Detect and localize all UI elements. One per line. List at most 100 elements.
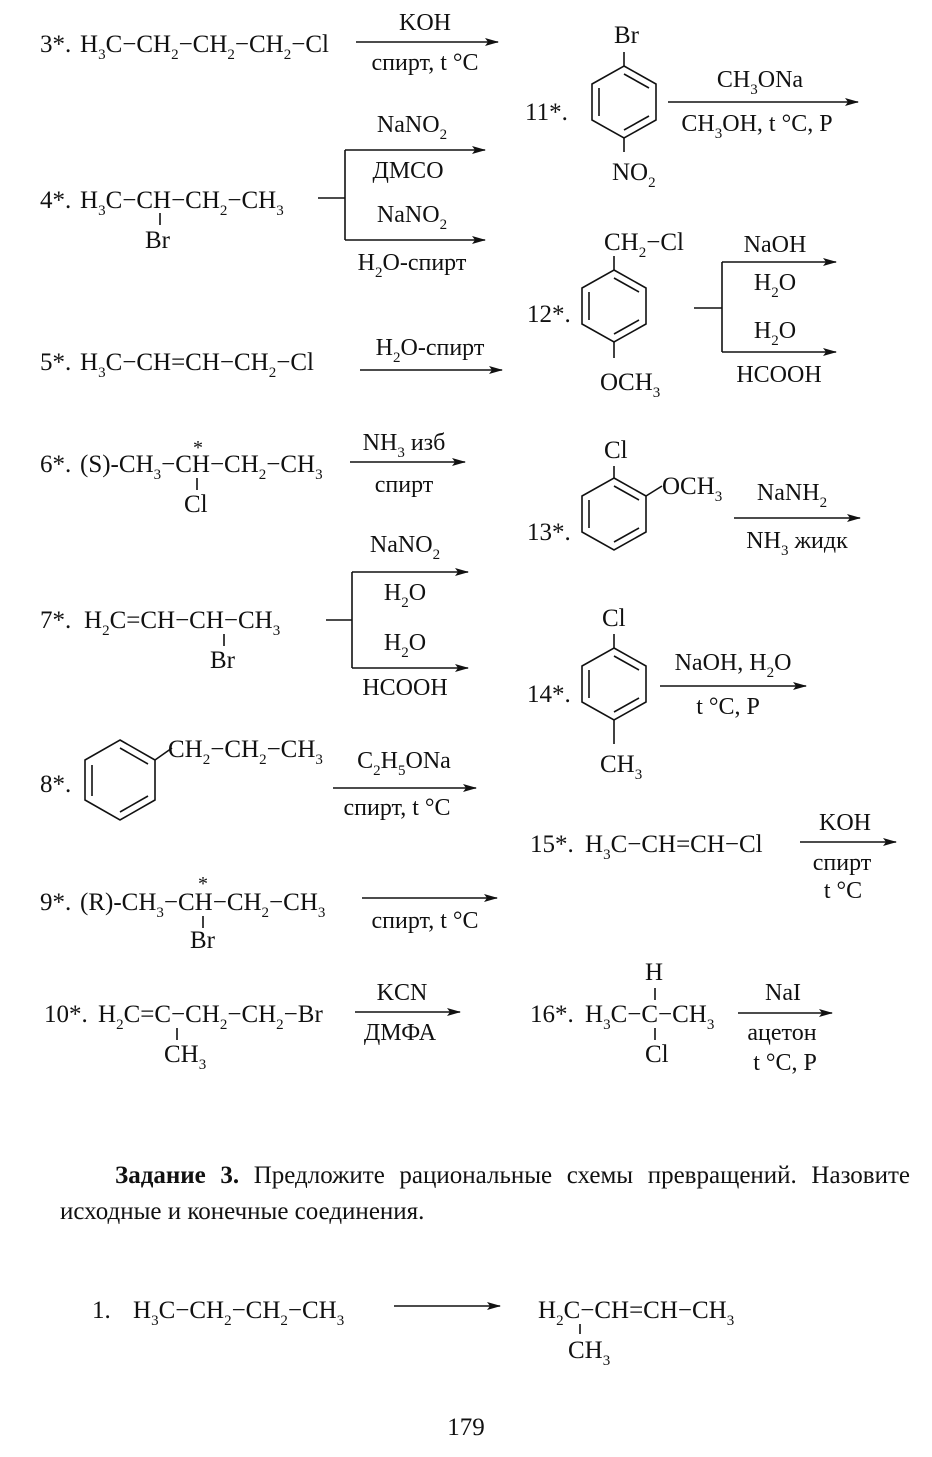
reaction-9: 9*. * (R)-CH3−CH−CH2−CH3 Br спирт, t °C [40, 873, 498, 954]
reaction-number: 15*. [530, 831, 574, 858]
reaction-14: 14*. Cl CH3 NaOH, H2O t °C, P [527, 605, 807, 783]
task-item-1: 1. H3C−CH2−CH2−CH3 H2C−CH=CH−CH3 CH3 [92, 1297, 734, 1369]
chiral-asterisk: * [198, 873, 208, 895]
reaction-number: 4*. [40, 187, 71, 214]
reaction-number: 3*. [40, 31, 71, 58]
substituent-chloro: Cl [604, 437, 628, 464]
condition: спирт, t °C [372, 908, 479, 934]
target-methyl: CH3 [568, 1337, 610, 1369]
condition: CH3OH, t °C, P [681, 111, 832, 142]
reaction-15: 15*. H3C−CH=CH−Cl KOH спирт t °C [530, 810, 897, 904]
substrate-formula: H3C−C−CH3 [585, 1001, 714, 1033]
reagent: H2O [754, 318, 796, 349]
side-chain-formula: CH2−CH2−CH3 [168, 736, 323, 768]
reagent: NaNO2 [377, 202, 447, 233]
top-substituent: CH2−Cl [604, 229, 684, 261]
start-compound: H3C−CH2−CH2−CH3 [133, 1297, 344, 1329]
condition: ацетон [747, 1020, 816, 1046]
methyl-substituent: CH3 [164, 1041, 206, 1073]
reagent: C2H5ONa [357, 748, 451, 779]
task-title: Задание 3. [115, 1162, 240, 1189]
condition: спирт [375, 472, 434, 498]
reaction-8: 8*. CH2−CH2−CH3 C2H5ONa спирт, t °C [40, 736, 477, 821]
substrate-formula: H3C−CH=CH−Cl [585, 831, 763, 863]
reaction-number: 11*. [525, 99, 568, 126]
page-number: 179 [447, 1414, 485, 1441]
reaction-16: 16*. H H3C−C−CH3 Cl NaI ацетон t °C, P [530, 959, 833, 1076]
condition: ДМФА [364, 1020, 437, 1046]
benzene-ring [581, 647, 647, 721]
reaction-4: 4*. H3C−CH−CH2−CH3 Br NaNO2 ДМСО NaNO2 H… [40, 112, 486, 281]
condition: спирт, t °C [372, 50, 479, 76]
condition: t °C, P [696, 694, 760, 720]
task-text: Предложите рациональные схемы превращени… [60, 1162, 910, 1225]
reaction-number: 8*. [40, 771, 71, 798]
reagent: NaNO2 [377, 112, 447, 143]
reaction-12: 12*. CH2−Cl OCH3 NaOH H2O H2O HCOOH [527, 229, 837, 401]
reaction-10: 10*. H2C=C−CH2−CH2−Br CH3 KCN ДМФА [44, 980, 461, 1073]
reaction-number: 10*. [44, 1001, 88, 1028]
top-substituent: Br [614, 22, 640, 49]
condition: HCOOH [362, 675, 447, 701]
reagent: NaOH [744, 232, 807, 258]
substrate-formula: H2C=C−CH2−CH2−Br [98, 1001, 323, 1033]
substrate-formula: H3C−CH−CH2−CH3 [80, 187, 284, 219]
reagent: NaNO2 [370, 532, 440, 563]
reaction-11: 11*. Br NO2 CH3ONa CH3OH, t °C, P [525, 22, 859, 191]
reaction-13: 13*. Cl OCH3 NaNH2 NH3 жидк [527, 437, 861, 559]
reaction-6: 6*. * (S)-CH3−CH−CH2−CH3 Cl NH3 изб спир… [40, 430, 466, 518]
reagent: NaI [765, 980, 801, 1006]
condition: H2O-спирт [358, 250, 467, 281]
reaction-number: 12*. [527, 301, 571, 328]
condition: спирт [813, 850, 872, 876]
condition: NH3 жидк [746, 528, 848, 559]
condition: спирт, t °C [344, 795, 451, 821]
substrate-formula: (R)-CH3−CH−CH2−CH3 [80, 889, 325, 921]
reaction-number: 14*. [527, 681, 571, 708]
bottom-substituent: CH3 [600, 751, 642, 783]
condition: t °C [824, 878, 862, 904]
reaction-7: 7*. H2C=CH−CH−CH3 Br NaNO2 H2O H2O HCOOH [40, 532, 469, 701]
condition: HCOOH [736, 362, 821, 388]
benzene-ring [581, 477, 647, 551]
task-3-paragraph: Задание 3. Предложите рациональные схемы… [60, 1158, 910, 1230]
reaction-number: 9*. [40, 889, 71, 916]
substrate-formula: (S)-CH3−CH−CH2−CH3 [80, 451, 323, 483]
substituent: Br [190, 927, 216, 954]
benzene-ring [581, 269, 647, 343]
substituent-methoxy: OCH3 [662, 473, 722, 505]
reagent: KCN [377, 980, 428, 1006]
top-substituent: Cl [602, 605, 626, 632]
condition: H2O [384, 580, 426, 611]
condition: ДМСО [372, 158, 443, 184]
reaction-number: 16*. [530, 1001, 574, 1028]
substituent-bottom: Cl [645, 1041, 669, 1068]
benzene-ring [84, 739, 173, 821]
reaction-number: 13*. [527, 519, 571, 546]
reaction-5: 5*. H3C−CH=CH−CH2−Cl H2O-спирт [40, 335, 503, 381]
condition: t °C, P [753, 1050, 817, 1076]
reagent: NaOH, H2O [675, 650, 792, 681]
task-item-number: 1. [92, 1297, 111, 1324]
substituent-top: H [645, 959, 663, 986]
reagent: NH3 изб [363, 430, 446, 461]
benzene-ring [591, 65, 657, 139]
reaction-number: 7*. [40, 607, 71, 634]
reagent: NaNH2 [757, 480, 827, 511]
substrate-formula: H2C=CH−CH−CH3 [84, 607, 280, 639]
substituent: Br [210, 647, 236, 674]
chiral-asterisk: * [193, 437, 203, 459]
reagent: H2O-спирт [376, 335, 485, 366]
substituent: Cl [184, 491, 208, 518]
reagent: CH3ONa [717, 67, 804, 98]
substrate-formula: H3C−CH2−CH2−CH2−Cl [80, 31, 329, 63]
reagent: KOH [399, 10, 451, 36]
reagent: H2O [384, 630, 426, 661]
target-compound: H2C−CH=CH−CH3 [538, 1297, 734, 1329]
bottom-substituent: OCH3 [600, 369, 660, 401]
condition: H2O [754, 270, 796, 301]
bottom-substituent: NO2 [612, 159, 656, 191]
reagent: KOH [819, 810, 871, 836]
